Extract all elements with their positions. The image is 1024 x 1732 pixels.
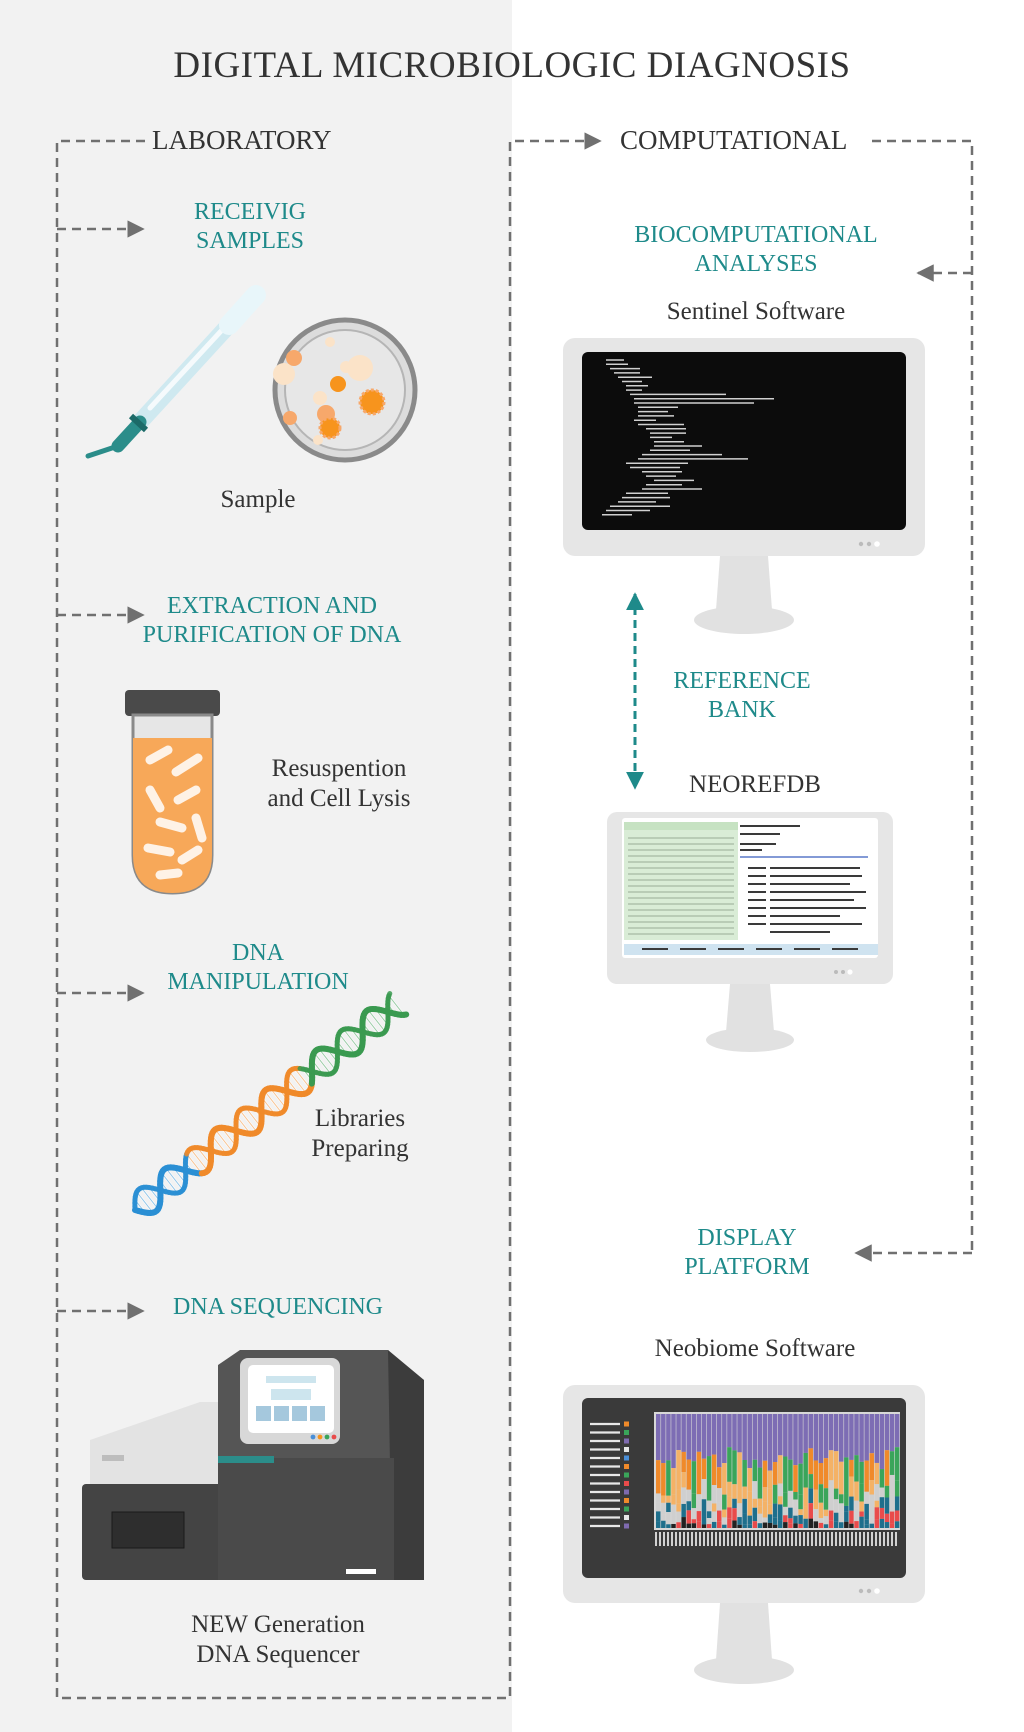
caption-line: Sample (220, 486, 296, 513)
database-monitor-icon (607, 812, 893, 1052)
neobiome-software-caption: Neobiome Software (654, 1335, 856, 1362)
sentinel-software-caption: Sentinel Software (666, 298, 846, 325)
computational-heading: COMPUTATIONAL (620, 125, 848, 155)
resuspension-caption: Resuspention and Cell Lysis (236, 754, 442, 814)
computational-flow-line (872, 139, 974, 1253)
title-line: RECEIVIG (194, 199, 306, 225)
laboratory-heading: LABORATORY (152, 125, 332, 155)
caption-line: and Cell Lysis (267, 785, 411, 812)
title-line: MANIPULATION (167, 968, 349, 995)
extraction-purification-title: EXTRACTION AND PURIFICATION OF DNA (112, 592, 432, 650)
title-line: ANALYSES (694, 250, 818, 277)
test-tube-icon (125, 690, 220, 895)
caption-line: Resuspention (271, 755, 407, 782)
reference-bank-title: REFERENCE BANK (662, 667, 822, 725)
title-line: SAMPLES (195, 227, 305, 254)
sample-caption: Sample (200, 485, 316, 515)
receiving-samples-title: RECEIVIG SAMPLES (150, 198, 350, 256)
title-line: EXTRACTION AND (167, 593, 377, 619)
dna-manipulation-title: DNA MANIPULATION (130, 939, 386, 997)
title-line: PURIFICATION OF DNA (142, 621, 402, 648)
title-line: DISPLAY (697, 1225, 797, 1251)
dna-sequencing-title: DNA SEQUENCING (140, 1293, 416, 1322)
sequencer-machine-icon (82, 1350, 424, 1580)
chart-monitor-icon (563, 1385, 925, 1684)
libraries-caption: Libraries Preparing (290, 1104, 430, 1164)
biocomputational-title: BIOCOMPUTATIONAL ANALYSES (606, 221, 906, 279)
sequencer-caption: NEW Generation DNA Sequencer (148, 1610, 408, 1670)
caption-line: NEW Generation (191, 1611, 365, 1638)
page-title: DIGITAL MICROBIOLOGIC DIAGNOSIS (173, 45, 851, 86)
caption-line: Preparing (311, 1135, 409, 1162)
caption-line: DNA Sequencer (196, 1641, 360, 1668)
display-platform-title: DISPLAY PLATFORM (662, 1224, 832, 1282)
title-line: REFERENCE (673, 668, 811, 694)
caption-line: Libraries (314, 1105, 406, 1132)
petri-dish-pipette-icon (85, 285, 418, 463)
title-line: PLATFORM (684, 1253, 810, 1280)
code-monitor-icon (563, 338, 925, 634)
title-line: BIOCOMPUTATIONAL (634, 222, 878, 248)
title-line: BANK (707, 696, 776, 723)
flow-lines (55, 132, 974, 1700)
title-line: DNA (232, 940, 284, 966)
title-line: DNA SEQUENCING (173, 1294, 383, 1320)
dna-helix-icon (132, 991, 410, 1216)
neorefdb-caption: NEOREFDB (689, 771, 821, 798)
